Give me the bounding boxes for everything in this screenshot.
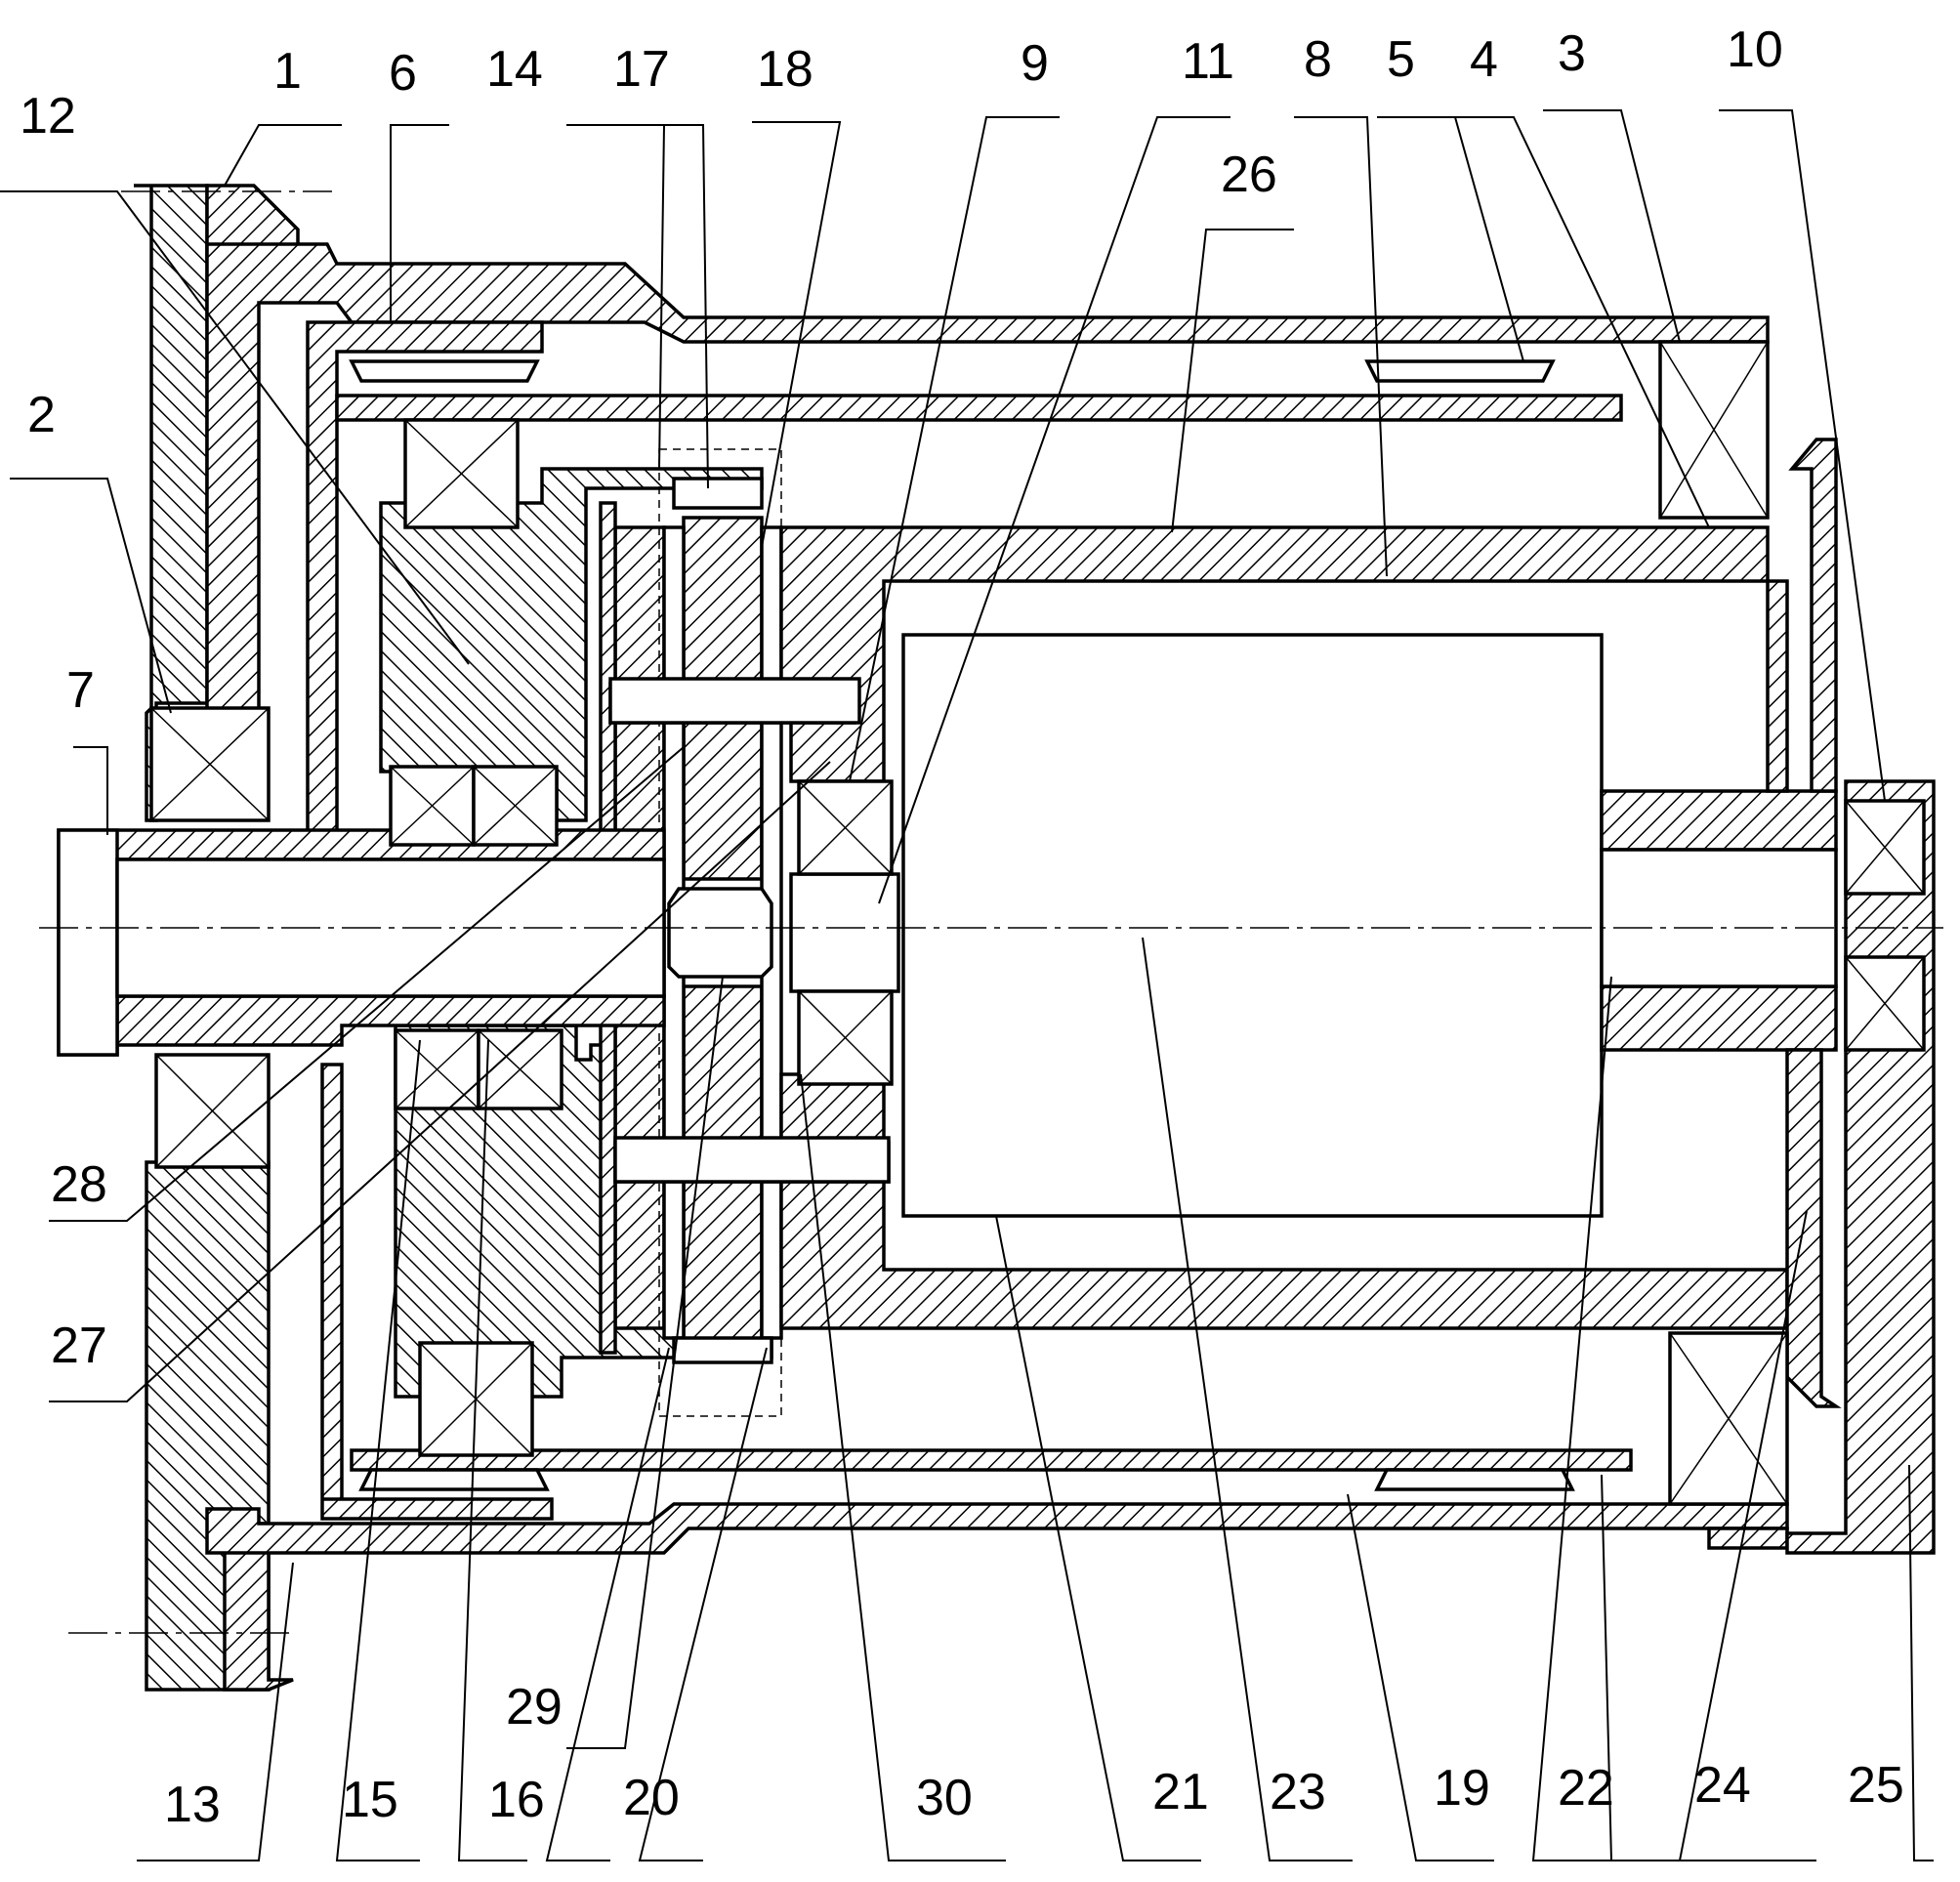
label-9: 9 bbox=[1021, 35, 1049, 92]
label-23: 23 bbox=[1270, 1764, 1326, 1820]
label-3: 3 bbox=[1558, 25, 1586, 82]
label-10: 10 bbox=[1727, 21, 1783, 78]
label-20: 20 bbox=[623, 1770, 680, 1826]
label-30: 30 bbox=[916, 1770, 973, 1826]
bearing-14b bbox=[474, 767, 557, 845]
bearing-2-top bbox=[151, 708, 269, 820]
bearing-15a bbox=[396, 1030, 479, 1108]
bearing-9-top bbox=[799, 781, 892, 874]
label-2: 2 bbox=[27, 387, 56, 443]
label-5: 5 bbox=[1387, 31, 1415, 88]
label-22: 22 bbox=[1558, 1760, 1614, 1817]
label-6: 6 bbox=[389, 45, 417, 102]
label-1: 1 bbox=[273, 43, 302, 100]
bearing-2-bottom bbox=[156, 1055, 269, 1167]
bearing-14a bbox=[391, 767, 474, 845]
label-17: 17 bbox=[613, 41, 670, 98]
label-12: 12 bbox=[20, 88, 76, 145]
motor-rotor bbox=[903, 635, 1602, 1216]
label-15: 15 bbox=[342, 1772, 398, 1828]
label-28: 28 bbox=[51, 1156, 107, 1213]
label-21: 21 bbox=[1152, 1764, 1209, 1820]
label-24: 24 bbox=[1694, 1757, 1751, 1814]
label-4: 4 bbox=[1470, 31, 1498, 88]
label-16: 16 bbox=[488, 1772, 545, 1828]
label-7: 7 bbox=[66, 662, 95, 719]
label-26: 26 bbox=[1221, 146, 1277, 203]
label-25: 25 bbox=[1848, 1757, 1904, 1814]
label-11: 11 bbox=[1182, 33, 1234, 90]
label-19: 19 bbox=[1434, 1760, 1490, 1817]
label-18: 18 bbox=[757, 41, 813, 98]
label-13: 13 bbox=[164, 1777, 221, 1833]
label-27: 27 bbox=[51, 1317, 107, 1374]
bearing-19 bbox=[1670, 1333, 1787, 1504]
bearing-10-top bbox=[1846, 801, 1924, 894]
label-14: 14 bbox=[486, 41, 543, 98]
bearing-10-bottom bbox=[1846, 957, 1924, 1050]
label-8: 8 bbox=[1304, 31, 1332, 88]
bearing-6 bbox=[405, 420, 518, 527]
bearing-3 bbox=[1660, 342, 1768, 518]
label-29: 29 bbox=[506, 1679, 563, 1736]
bearing-9-bottom bbox=[799, 991, 892, 1084]
